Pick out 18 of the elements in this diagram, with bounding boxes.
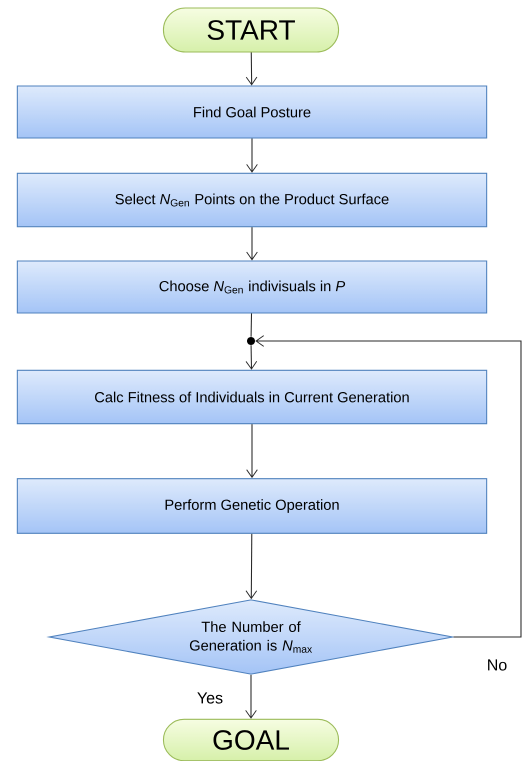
process-box: Select N$_{Gen}$ Points on the Product Surface <box>16 172 488 228</box>
no-label: No <box>488 659 507 671</box>
yes-label: Yes <box>197 692 222 704</box>
terminal-oval: GOAL <box>162 718 340 761</box>
junction-dot <box>247 337 255 345</box>
arrow <box>246 424 258 478</box>
process-box: Calc Fitness of Individuals in Current Generation <box>16 370 488 424</box>
arrow <box>246 227 258 260</box>
terminal-oval: START <box>162 7 340 53</box>
process-box: Find Goal Posture <box>16 85 488 139</box>
arrow <box>255 335 522 638</box>
arrow <box>246 52 258 86</box>
arrow <box>246 345 258 370</box>
arrow <box>246 534 258 600</box>
process-box: Perform Genetic Operation <box>16 478 488 534</box>
arrow <box>246 138 258 173</box>
arrow <box>245 674 257 719</box>
process-box: Choose N$_{Gen}$ indivisuals in P <box>16 260 488 314</box>
